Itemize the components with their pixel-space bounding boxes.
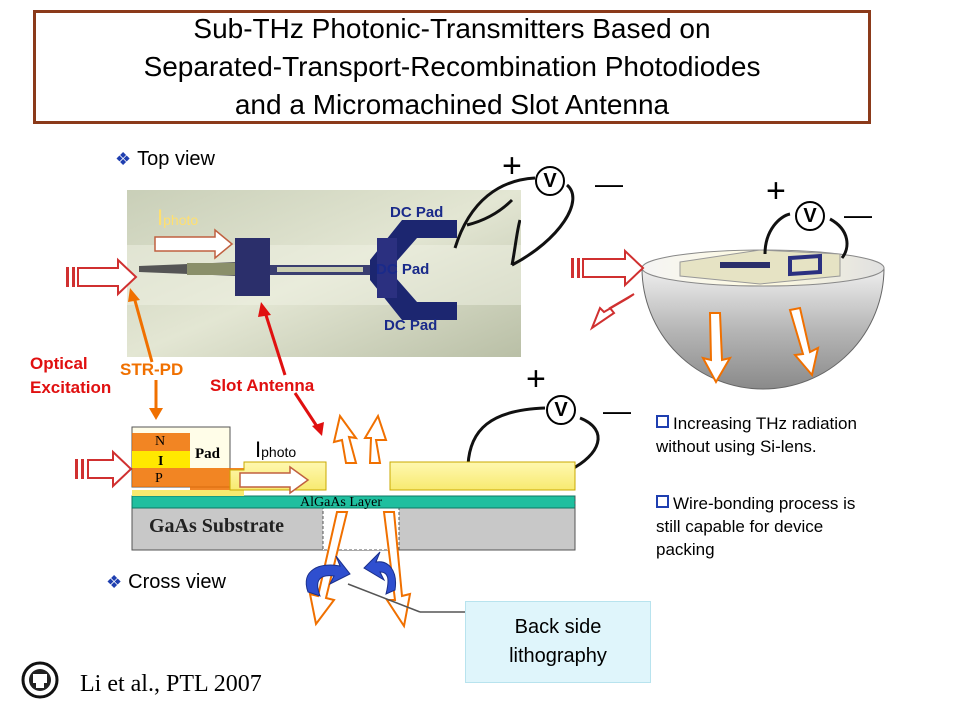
- voltmeter-icon-3: V: [546, 395, 576, 425]
- i-layer-label: I: [158, 454, 164, 469]
- p-layer-label: P: [155, 471, 163, 486]
- top-view-label: ❖Top view: [115, 148, 215, 170]
- dc-pad-label-1: DC Pad: [390, 204, 444, 221]
- algaas-layer-label: AlGaAs Layer: [300, 495, 383, 510]
- iphoto-label-top: Iphoto: [157, 205, 199, 230]
- iphoto-arrow-top: [154, 228, 234, 260]
- n-layer-label: N: [155, 434, 166, 449]
- cross-view-label: ❖Cross view: [106, 571, 226, 593]
- thz-arrow-hemi-right: [788, 306, 820, 378]
- note-2: Wire-bonding process is still capable fo…: [656, 494, 856, 559]
- back-side-lithography-box: Back side lithography: [465, 601, 651, 683]
- dc-pad-label-2: DC Pad: [376, 261, 430, 278]
- iphoto-label-cross: Iphoto: [255, 437, 297, 462]
- voltmeter-icon-1: V: [535, 166, 565, 196]
- diamond-bullet-icon: ❖: [106, 572, 123, 592]
- optical-input-arrow-top: [66, 257, 138, 297]
- thz-arrow-hemi-left: [701, 312, 733, 385]
- title-line-1: Sub-THz Photonic-Transmitters Based on: [193, 13, 711, 44]
- citation: Li et al., PTL 2007: [80, 671, 262, 697]
- dc-pad-label-3: DC Pad: [384, 317, 438, 334]
- gaas-substrate-label: GaAs Substrate: [149, 515, 285, 537]
- plus-sign-1: +: [502, 147, 522, 185]
- top-view-photo: [127, 190, 521, 357]
- note-1: Increasing THz radiation without using S…: [656, 414, 857, 456]
- voltmeter-icon-2: V: [795, 201, 825, 231]
- square-bullet-icon: [656, 495, 669, 508]
- title-line-2: Separated-Transport-Recombination Photod…: [143, 51, 761, 82]
- title-line-3: and a Micromachined Slot Antenna: [234, 89, 670, 120]
- plus-sign-3: +: [526, 360, 546, 398]
- slot-antenna-label: Slot Antenna: [210, 376, 315, 395]
- square-bullet-icon: [656, 415, 669, 428]
- pad-label: Pad: [195, 446, 221, 462]
- minus-sign-1: —: [595, 168, 623, 199]
- plus-sign-2: +: [766, 172, 786, 210]
- university-seal-icon: [21, 661, 59, 699]
- str-pd-label: STR-PD: [120, 360, 184, 379]
- diamond-bullet-icon: ❖: [115, 149, 132, 169]
- thz-arrows-up: [332, 413, 388, 464]
- minus-sign-2: —: [844, 199, 872, 230]
- optical-input-arrow-cross: [75, 449, 133, 489]
- optical-excitation-label: Optical Excitation: [30, 354, 112, 397]
- minus-sign-3: —: [603, 395, 631, 426]
- blue-curved-arrow-right: [363, 551, 397, 595]
- blue-curved-arrow-left: [305, 555, 351, 597]
- title-box: Sub-THz Photonic-Transmitters Based on S…: [33, 10, 871, 124]
- optical-input-arrow-hemi: [571, 248, 645, 288]
